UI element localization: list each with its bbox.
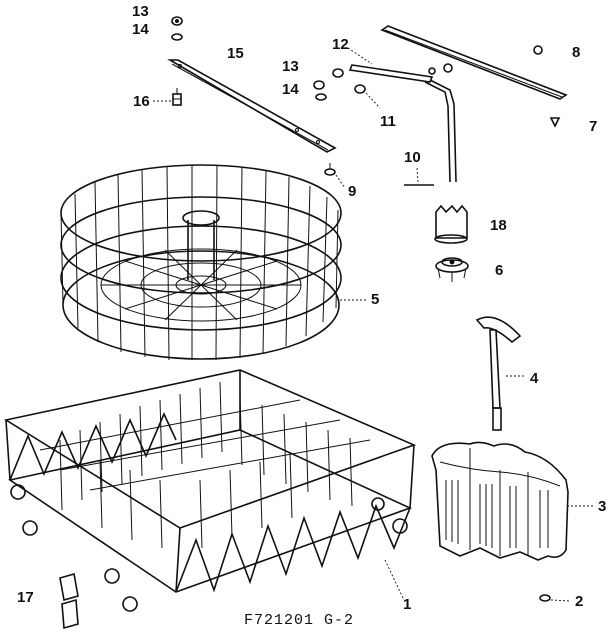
callout-2: 2 (575, 593, 584, 610)
callout-14-middle: 14 (282, 81, 299, 98)
spray-arm-tube (424, 79, 457, 183)
callout-4: 4 (530, 370, 539, 387)
part-18-nozzle (434, 204, 468, 244)
part-5-upper-rack (60, 164, 366, 361)
part-13-nut-top (171, 16, 183, 26)
figure-caption: F721201 G-2 (244, 612, 355, 629)
lower-rack-wheel (10, 484, 408, 612)
part-8-upper-rail (380, 25, 568, 100)
part-12-bracket (332, 47, 453, 83)
callout-13-top: 13 (132, 3, 149, 20)
part-11-nut (354, 84, 381, 109)
callout-6: 6 (495, 262, 504, 279)
part-10-pin (404, 167, 434, 186)
callout-1: 1 (403, 596, 412, 613)
callout-14-top: 14 (132, 21, 149, 38)
part-1-lower-rack (3, 369, 417, 612)
part-14-washer-top (171, 33, 183, 41)
callout-5: 5 (371, 291, 380, 308)
callout-13-middle: 13 (282, 58, 299, 75)
callout-17: 17 (17, 589, 34, 606)
callout-7: 7 (589, 118, 598, 135)
part-15-rail (167, 59, 337, 153)
callout-8: 8 (572, 44, 581, 61)
callout-18: 18 (490, 217, 507, 234)
part-9-clip (324, 163, 346, 189)
callout-3: 3 (598, 498, 607, 515)
part-13-nut-middle (313, 80, 325, 90)
part-2-clip (539, 594, 571, 602)
callout-15: 15 (227, 45, 244, 62)
callout-9: 9 (348, 183, 357, 200)
callout-12: 12 (332, 36, 349, 53)
part-3-cutlery-basket (431, 441, 594, 561)
callout-10: 10 (404, 149, 421, 166)
part-17-wheel-assembly (59, 572, 79, 630)
part-6-hub (435, 257, 469, 282)
callout-11: 11 (380, 113, 396, 130)
part-7-screw (549, 117, 561, 128)
part-16-stud (153, 88, 182, 106)
callout-16: 16 (133, 93, 150, 110)
part-4-wand (475, 316, 526, 431)
part-14-washer-middle (315, 93, 327, 101)
